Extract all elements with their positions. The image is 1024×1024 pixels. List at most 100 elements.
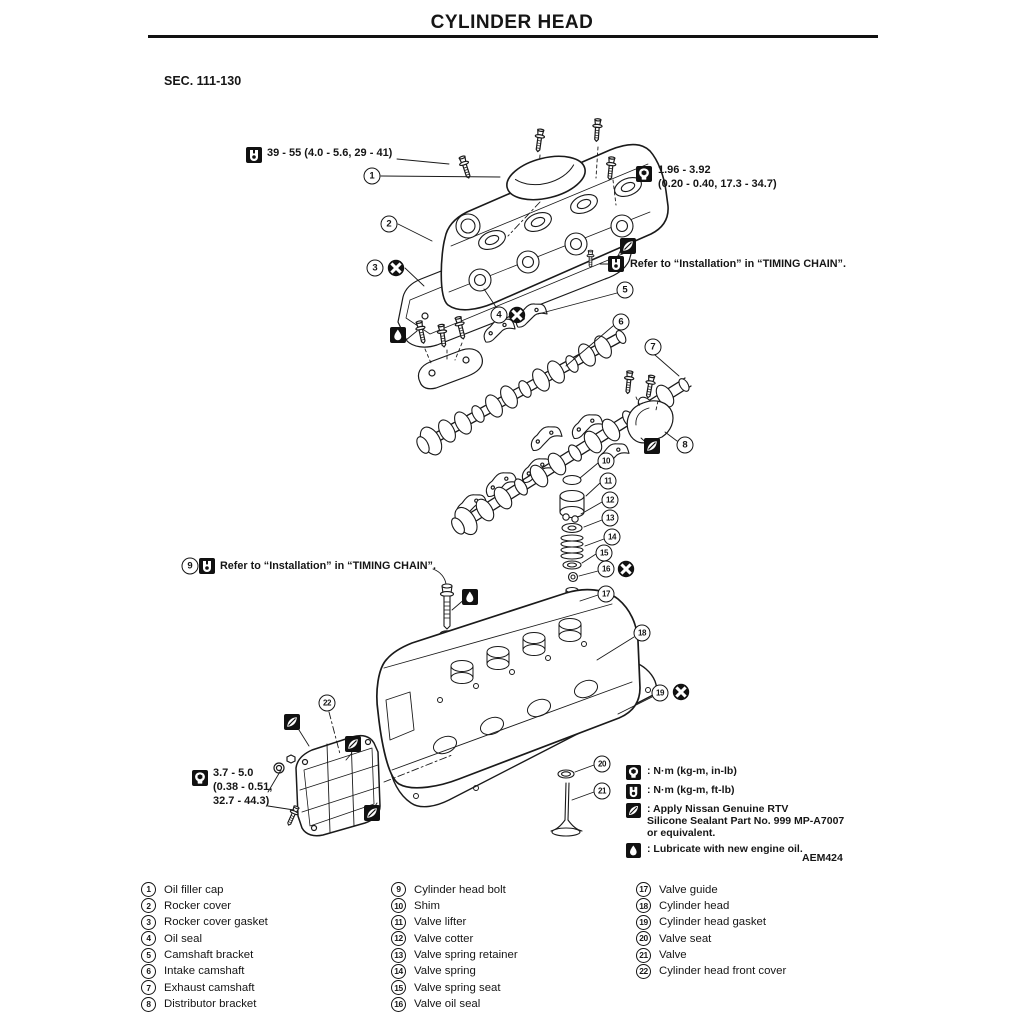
page-title: CYLINDER HEAD bbox=[430, 12, 594, 33]
callout-number: 9 bbox=[187, 560, 193, 572]
torque-ftlb-icon bbox=[246, 147, 262, 163]
callout-17: 17 bbox=[597, 585, 615, 603]
part-number-circle: 20 bbox=[636, 931, 651, 947]
legend-label: : Apply Nissan Genuine RTV Silicone Seal… bbox=[647, 803, 845, 839]
parts-column-1: 1 Oil filler cap 2 Rocker cover 3 Rocker… bbox=[141, 882, 268, 1014]
callout-9: 9 bbox=[181, 557, 199, 575]
camshaft-bracket-left-drawing bbox=[413, 315, 483, 390]
parts-list-item: 6 Intake camshaft bbox=[141, 963, 268, 979]
callout-16: 16 bbox=[597, 560, 615, 578]
callout-number: 2 bbox=[386, 218, 392, 230]
legend-item: : N·m (kg-m, in-lb) bbox=[626, 765, 844, 780]
parts-list-item: 7 Exhaust camshaft bbox=[141, 980, 268, 996]
parts-list-item: 1 Oil filler cap bbox=[141, 882, 268, 897]
callout-22: 22 bbox=[318, 694, 336, 712]
callout-15: 15 bbox=[595, 544, 613, 562]
part-label: Valve oil seal bbox=[414, 998, 481, 1011]
part-number-circle: 3 bbox=[141, 914, 156, 930]
leader-lines bbox=[267, 158, 680, 812]
callout-number: 1 bbox=[369, 170, 375, 182]
part-label: Camshaft bracket bbox=[164, 949, 254, 962]
front-cover-drawing bbox=[273, 711, 453, 837]
callout-number: 6 bbox=[618, 316, 624, 328]
part-number-circle: 16 bbox=[391, 996, 406, 1012]
callout-5: 5 bbox=[616, 281, 634, 299]
parts-list-item: 11 Valve lifter bbox=[391, 914, 518, 930]
sealant-icon bbox=[626, 803, 641, 818]
callout-14: 14 bbox=[603, 528, 621, 546]
callout-21: 21 bbox=[593, 782, 611, 800]
callout-number: 11 bbox=[604, 476, 612, 485]
parts-list-item: 19 Cylinder head gasket bbox=[636, 914, 786, 930]
lubricate-icon bbox=[390, 327, 406, 343]
figure-code: AEM424 bbox=[802, 852, 843, 864]
callout-number: 4 bbox=[496, 309, 502, 321]
part-number-circle: 10 bbox=[391, 898, 406, 914]
legend-item: : Lubricate with new engine oil. bbox=[626, 843, 844, 858]
part-number-circle: 11 bbox=[391, 914, 406, 930]
parts-list-item: 21 Valve bbox=[636, 947, 786, 963]
callout-12: 12 bbox=[601, 491, 619, 509]
part-number-circle: 8 bbox=[141, 996, 156, 1012]
callout-13: 13 bbox=[601, 509, 619, 527]
torque-line1: 3.7 - 5.0 bbox=[213, 767, 254, 779]
callout-number: 12 bbox=[606, 495, 614, 504]
part-number-circle: 5 bbox=[141, 947, 156, 963]
callout-number: 3 bbox=[372, 262, 378, 274]
torque-line2: (0.38 - 0.51, bbox=[213, 781, 273, 793]
callout-number: 20 bbox=[598, 759, 606, 768]
legend-item: : N·m (kg-m, ft-lb) bbox=[626, 784, 844, 799]
callout-number: 19 bbox=[656, 688, 664, 697]
section-label: SEC. 111-130 bbox=[164, 74, 242, 88]
part-label: Valve lifter bbox=[414, 916, 467, 929]
callout-19: 19 bbox=[651, 684, 669, 702]
always-replace-icon bbox=[508, 306, 526, 324]
callout-11: 11 bbox=[599, 472, 617, 490]
callout-number: 8 bbox=[682, 439, 688, 451]
part-label: Valve spring seat bbox=[414, 981, 501, 994]
legend-item: : Apply Nissan Genuine RTV Silicone Seal… bbox=[626, 803, 844, 839]
callout-7: 7 bbox=[644, 338, 662, 356]
parts-list-item: 20 Valve seat bbox=[636, 931, 786, 947]
parts-list-item: 15 Valve spring seat bbox=[391, 980, 518, 996]
lubricate-icon bbox=[626, 843, 641, 858]
parts-list-item: 8 Distributor bracket bbox=[141, 996, 268, 1012]
callout-20: 20 bbox=[593, 755, 611, 773]
callout-2: 2 bbox=[380, 215, 398, 233]
part-label: Valve seat bbox=[659, 932, 712, 945]
legend-label: : Lubricate with new engine oil. bbox=[647, 843, 803, 855]
part-label: Oil filler cap bbox=[164, 883, 224, 896]
part-label: Cylinder head front cover bbox=[659, 965, 787, 978]
part-number-circle: 7 bbox=[141, 980, 156, 996]
parts-list-item: 18 Cylinder head bbox=[636, 898, 786, 914]
symbol-legend: : N·m (kg-m, in-lb) : N·m (kg-m, ft-lb) … bbox=[626, 765, 844, 862]
callout-1: 1 bbox=[363, 167, 381, 185]
torque-line2: (0.20 - 0.40, 17.3 - 34.7) bbox=[658, 178, 777, 190]
rocker-cover-drawing bbox=[440, 143, 669, 311]
part-number-circle: 14 bbox=[391, 963, 406, 979]
callout-3: 3 bbox=[366, 259, 384, 277]
torque-spec-rocker-cover: 39 - 55 (4.0 - 5.6, 29 - 41) bbox=[267, 147, 393, 159]
part-label: Cylinder head gasket bbox=[659, 916, 767, 929]
part-number-circle: 19 bbox=[636, 914, 651, 930]
parts-list-item: 14 Valve spring bbox=[391, 963, 518, 979]
callout-number: 15 bbox=[600, 548, 608, 557]
part-number-circle: 4 bbox=[141, 931, 156, 947]
always-replace-icon bbox=[387, 259, 405, 277]
parts-list-item: 17 Valve guide bbox=[636, 882, 786, 897]
torque-ftlb-icon bbox=[608, 256, 624, 272]
note-timing-chain-right: Refer to “Installation” in “TIMING CHAIN… bbox=[630, 258, 846, 270]
part-label: Cylinder head bbox=[659, 899, 730, 912]
sealant-icon bbox=[345, 736, 361, 752]
part-label: Distributor bracket bbox=[164, 998, 257, 1011]
part-label: Rocker cover gasket bbox=[164, 916, 268, 929]
part-label: Oil seal bbox=[164, 932, 202, 945]
lubricate-icon bbox=[462, 589, 478, 605]
valve-and-seat-drawing bbox=[550, 769, 583, 837]
torque-inlb-icon bbox=[626, 765, 641, 780]
sealant-icon bbox=[620, 238, 636, 254]
part-label: Valve spring retainer bbox=[414, 949, 518, 962]
torque-line3: 32.7 - 44.3) bbox=[213, 795, 270, 807]
callout-number: 21 bbox=[598, 786, 606, 795]
